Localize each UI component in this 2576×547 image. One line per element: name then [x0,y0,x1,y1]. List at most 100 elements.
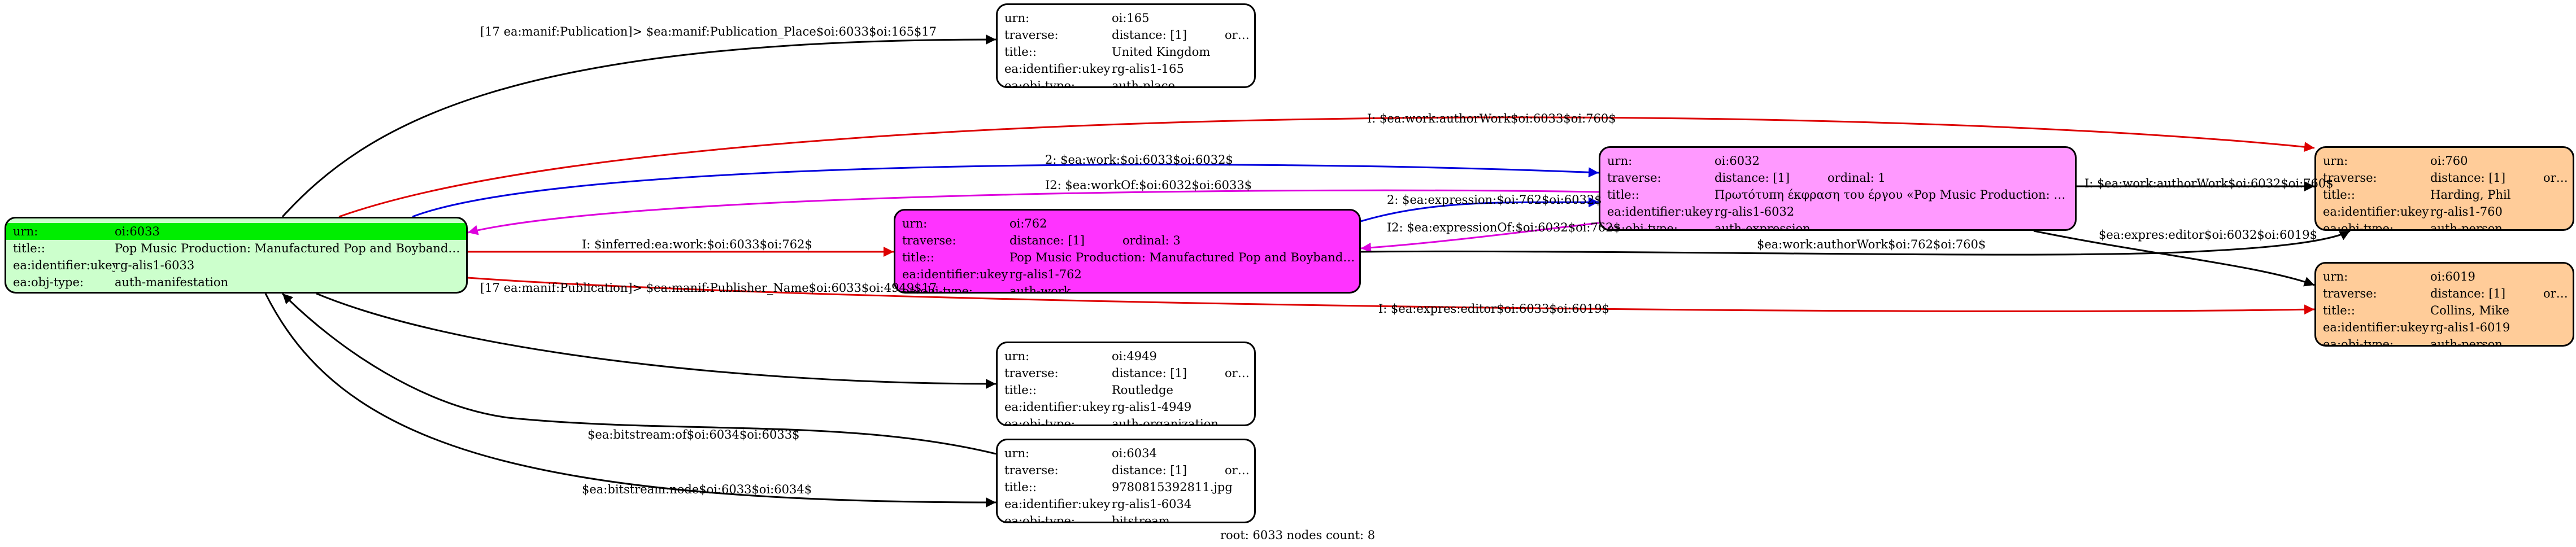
node-field-row: ea:obj-type: auth-work [895,283,1359,294]
node-field-row: title::Harding, Phil [2316,186,2573,203]
field-key: ea:identifier:ukey [1004,400,1111,414]
field-value: rg-alis1-762 [1009,268,1082,281]
traverse-ordinal: ordinal: 5 [2543,171,2573,185]
field-value: auth-person [2430,222,2503,231]
node-field-row: ea:obj-type: auth-place [998,77,1254,88]
field-key: urn: [1004,349,1030,363]
field-key: traverse: [902,234,956,247]
edge-e13 [281,292,997,455]
node-field-row: title::United Kingdom [998,43,1254,60]
edge-label-author-work-6032-760: I: $ea:work:authorWork$oi:6032$oi:760$ [2085,177,2334,190]
field-value: rg-alis1-6034 [1112,497,1192,511]
field-value: oi:6032 [1715,154,1760,168]
field-key: title:: [1004,383,1037,397]
node-field-row: ea:obj-type:auth-person [2316,336,2573,347]
traverse-distance: distance: [1] [2430,287,2506,300]
field-value: oi:6034 [1112,447,1157,460]
traverse-distance: distance: [1] [1715,171,1790,185]
edge-label-editor-6032-6019: $ea:expres:editor$oi:6032$oi:6019$ [2099,228,2317,242]
field-value: rg-alis1-760 [2430,205,2503,218]
field-value: oi:762 [1009,217,1047,230]
field-key: traverse: [2323,287,2377,300]
field-key: title:: [2323,188,2355,202]
field-value: auth-person [2430,338,2503,347]
edge-e10 [2033,230,2315,287]
field-value: auth-expression [1715,222,1811,231]
field-key: title:: [902,251,934,264]
edge-label-editor-6033-6019: I: $ea:expres:editor$oi:6033$oi:6019$ [1378,302,1610,316]
edge-e4 [467,189,1599,235]
field-key: urn: [902,217,928,230]
traverse-distance: distance: [1] [1112,366,1187,380]
field-value: auth-work [1009,285,1071,294]
node-field-row: title::Πρωτότυπη έκφραση του έργου «Pop … [1600,186,2075,203]
field-key: ea:obj-type: [1004,79,1075,88]
field-value: Routledge [1112,383,1173,397]
node-field-row: ea:obj-type:auth-manifestation [6,274,466,291]
field-key: ea:identifier:ukey [902,268,1008,281]
field-key: traverse: [1004,463,1059,477]
edge-label-author-work-6033-760: I: $ea:work:authorWork$oi:6033$oi:760$ [1367,112,1616,125]
node-field-row: urn: oi:6033 [6,223,466,240]
field-key: ea:identifier:ukey [2323,205,2429,218]
node-field-row: traverse:distance: [1]ordinal: 1 [1600,169,2075,186]
field-value: auth-place [1112,79,1175,88]
node-field-row: ea:obj-type:auth-organization [998,415,1254,426]
field-value: Πρωτότυπη έκφραση του έργου «Pop Music P… [1715,188,2075,202]
node-oi-762-work[interactable]: urn: oi:762 traverse:distance: [1]ordinal:… [894,209,1361,294]
field-value: United Kingdom [1112,45,1211,59]
node-field-row: traverse: distance: [1]ordinal: 6 [998,27,1254,43]
field-value: rg-alis1-165 [1112,62,1184,76]
node-field-row: title::9780815392811.jpg [998,479,1254,496]
field-value: auth-manifestation [115,275,229,289]
field-key: ea:identifier:ukey [1004,62,1111,76]
node-field-row: urn:oi:165 [998,10,1254,27]
field-key: traverse: [1004,28,1059,42]
traverse-ordinal: ordinal: 7 [1225,366,1254,380]
node-field-row: traverse: distance: [1] ordinal: 7 [998,365,1254,382]
field-value: bitstream [1112,514,1170,523]
field-value: distance: [1]ordinal: 4 [2430,287,2573,300]
field-value: rg-alis1-6032 [1715,205,1795,218]
edge-e1 [281,34,997,218]
node-field-row: traverse: distance: [1]ordinal: 4 [2316,285,2573,302]
edge-label-bitstream-of: $ea:bitstream:of$oi:6034$oi:6033$ [588,428,800,441]
field-key: urn: [13,225,38,238]
edge-label-work-of-6032-6033: I2: $ea:workOf:$oi:6032$oi:6033$ [1045,178,1252,192]
field-key: ea:identifier:ukey [13,259,115,272]
edge-e14 [264,293,997,507]
field-key: urn: [1004,11,1030,25]
traverse-ordinal: ordinal: 1 [1827,171,1886,185]
field-value: distance: [1] ordinal: 7 [1112,366,1254,380]
field-value: distance: [1]ordinal: 6 [1112,28,1254,42]
edge-e9 [1360,230,2351,256]
field-value: Pop Music Production: Manufactured Pop a… [1009,251,1359,264]
node-oi-6019-person[interactable]: urn:oi:6019 traverse: distance: [1]ordinal… [2314,262,2574,347]
field-key: urn: [1004,447,1030,460]
node-field-row: title::Collins, Mike [2316,302,2573,319]
field-key: ea:obj-type: [1004,417,1075,426]
edge-label-author-work-762-760: $ea:work:authorWork$oi:762$oi:760$ [1757,238,1986,251]
graph-footer: root: 6033 nodes count: 8 [1220,528,1376,542]
traverse-ordinal: ordinal: 2 [1225,463,1254,477]
field-key: traverse: [1004,366,1059,380]
field-value: oi:6033 [115,225,160,238]
node-field-row: urn:oi:6019 [2316,268,2573,285]
field-key: ea:obj-type: [902,285,973,294]
node-field-row: urn:oi:4949 [998,348,1254,365]
edge-label-publication-place: [17 ea:manif:Publication]> $ea:manif:Pub… [480,25,937,38]
edge-label-bitstream-node: $ea:bitstream:node$oi:6033$oi:6034$ [582,483,812,496]
node-field-row: traverse:distance: [1]ordinal: 3 [895,232,1359,249]
field-key: title:: [1004,45,1037,59]
field-value: oi:760 [2430,154,2468,168]
node-field-row: title::Pop Music Production: Manufacture… [895,249,1359,266]
